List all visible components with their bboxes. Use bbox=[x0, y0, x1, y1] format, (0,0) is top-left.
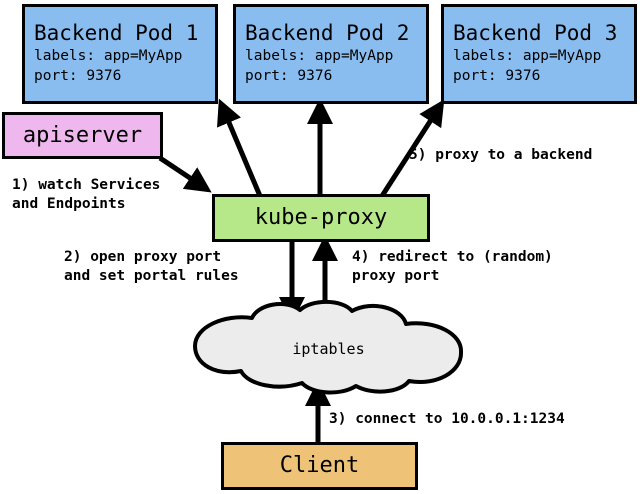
annotation-step-5-line-1: 5) proxy to a backend bbox=[409, 147, 593, 163]
annotation-step-5: 5) proxy to a backend bbox=[409, 146, 592, 165]
apiserver-box[interactable]: apiserver bbox=[2, 112, 163, 159]
backend-pod-1-box[interactable]: Backend Pod 1 labels: app=MyApp port: 93… bbox=[22, 4, 218, 104]
backend-pod-1-title: Backend Pod 1 bbox=[34, 21, 199, 45]
apiserver-label: apiserver bbox=[22, 122, 143, 148]
backend-pod-2-labels: labels: app=MyApp bbox=[245, 48, 394, 64]
client-label: Client bbox=[279, 453, 360, 478]
backend-pod-3-box[interactable]: Backend Pod 3 labels: app=MyApp port: 93… bbox=[441, 4, 637, 104]
kube-proxy-label: kube-proxy bbox=[254, 205, 388, 230]
arrow-apiserver-to-kubeproxy bbox=[158, 155, 212, 193]
annotation-step-2-line-1: 2) open proxy port bbox=[64, 249, 222, 265]
annotation-step-4-line-2: proxy port bbox=[352, 268, 440, 284]
annotation-step-2-line-2: and set portal rules bbox=[64, 268, 239, 284]
iptables-cloud-shape bbox=[193, 299, 464, 395]
backend-pod-1-port: port: 9376 bbox=[34, 68, 122, 84]
backend-pod-3-labels: labels: app=MyApp bbox=[453, 48, 602, 64]
backend-pod-3-title: Backend Pod 3 bbox=[453, 21, 618, 45]
annotation-step-1-line-1: 1) watch Services bbox=[12, 177, 161, 193]
annotation-step-2: 2) open proxy port and set portal rules bbox=[64, 248, 239, 286]
backend-pod-2-port: port: 9376 bbox=[245, 68, 333, 84]
backend-pod-2-box[interactable]: Backend Pod 2 labels: app=MyApp port: 93… bbox=[233, 4, 429, 104]
annotation-step-3-line-1: 3) connect to 10.0.0.1:1234 bbox=[329, 411, 565, 427]
annotation-step-1-line-2: and Endpoints bbox=[12, 196, 126, 212]
kube-proxy-box[interactable]: kube-proxy bbox=[212, 194, 430, 242]
annotation-step-4: 4) redirect to (random) proxy port bbox=[352, 248, 553, 286]
backend-pod-3-port: port: 9376 bbox=[453, 68, 541, 84]
backend-pod-1-labels: labels: app=MyApp bbox=[34, 48, 183, 64]
arrow-kubeproxy-to-pod1 bbox=[217, 98, 263, 197]
annotation-step-1: 1) watch Services and Endpoints bbox=[12, 176, 160, 214]
annotation-step-4-line-1: 4) redirect to (random) bbox=[352, 249, 553, 265]
backend-pod-2-title: Backend Pod 2 bbox=[245, 21, 410, 45]
arrow-kubeproxy-to-pod3 bbox=[379, 99, 445, 198]
iptables-label: iptables bbox=[292, 340, 365, 358]
client-box[interactable]: Client bbox=[221, 442, 418, 490]
annotation-step-3: 3) connect to 10.0.0.1:1234 bbox=[329, 410, 565, 429]
